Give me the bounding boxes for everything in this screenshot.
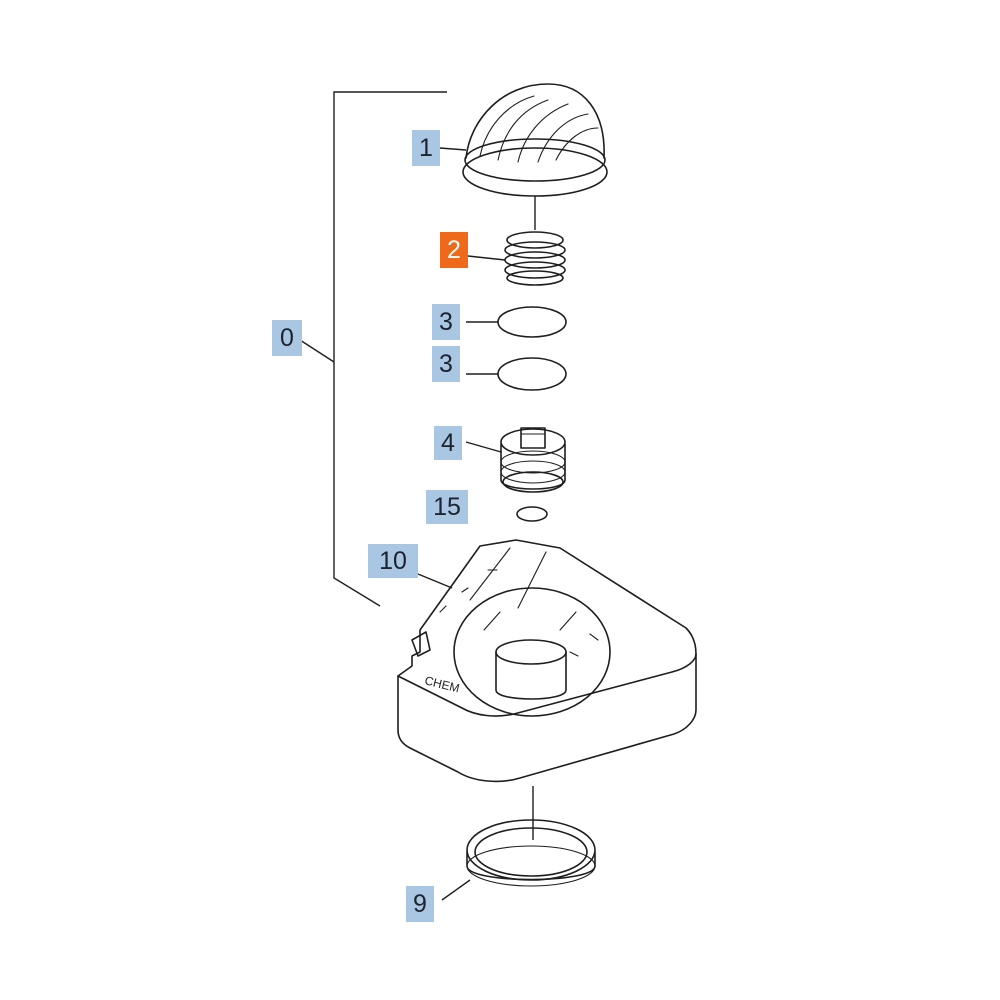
callout-0[interactable]: 0	[272, 320, 302, 356]
assembly-bracket	[299, 91, 447, 607]
callout-10[interactable]: 10	[368, 544, 418, 578]
part-1-cap	[439, 83, 608, 230]
callout-3-upper[interactable]: 3	[432, 304, 460, 340]
callout-4[interactable]: 4	[434, 426, 462, 460]
callout-3-lower[interactable]: 3	[432, 346, 460, 382]
part-15-small-o-ring	[516, 506, 548, 522]
part-3-o-ring-lower	[466, 357, 567, 391]
part-10-housing: CHEM	[397, 539, 697, 840]
callout-2[interactable]: 2	[440, 232, 468, 268]
callout-9[interactable]: 9	[406, 886, 434, 922]
part-2-spring	[467, 231, 566, 286]
callout-15[interactable]: 15	[426, 490, 468, 524]
part-9-base-ring	[441, 819, 596, 901]
part-4-valve-insert	[465, 427, 566, 493]
part-3-o-ring-upper	[466, 306, 567, 338]
callout-1[interactable]: 1	[412, 130, 440, 166]
